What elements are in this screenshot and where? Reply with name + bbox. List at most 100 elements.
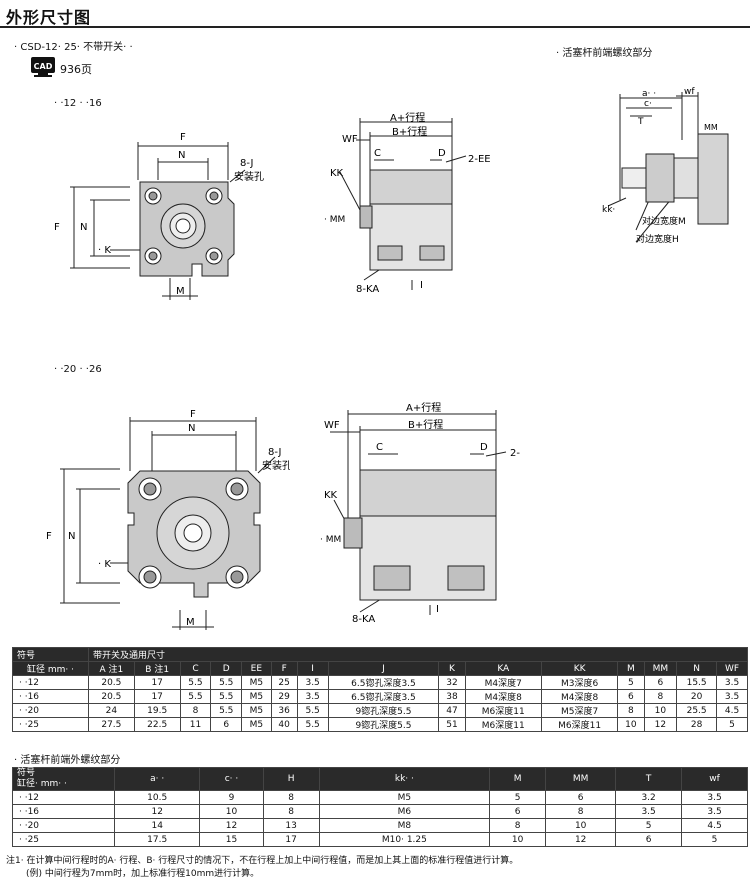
note-1: 注1· 在计算中间行程时的A· 行程、B· 行程尺寸的情况下，不在行程上加上中间… (6, 856, 519, 866)
table-cell: M6深度11 (540, 717, 619, 732)
b-stroke-label: B+行程 (392, 125, 427, 138)
table-cell: 5.5 (210, 675, 243, 690)
table-cell: 8 (179, 703, 212, 718)
table-cell: 15 (199, 832, 264, 847)
t1-col-9: KA (464, 661, 542, 676)
table-cell: 3.5 (681, 790, 748, 805)
c-label-large: C (376, 442, 383, 453)
table-cell: 38 (438, 689, 466, 704)
f-label: F (180, 132, 186, 143)
table-cell: 8 (262, 790, 320, 805)
table-cell: 6.5锪孔深度3.5 (327, 689, 440, 704)
i-label-large: I (436, 604, 439, 615)
table-cell: 8 (643, 689, 678, 704)
table-cell: 5 (615, 818, 683, 833)
cad-page-link[interactable]: 936页 (60, 63, 92, 76)
table-cell: 5 (489, 790, 547, 805)
table-cell: 25 (270, 675, 298, 690)
table-cell: 8 (617, 703, 645, 718)
table-cell: 6 (489, 804, 547, 819)
table-cell: 20 (676, 689, 718, 704)
table-cell: 24 (88, 703, 135, 718)
t2-col-0: a· · (113, 767, 201, 791)
rod-c-label: c· (644, 99, 652, 109)
f-vert-label-large: F (46, 531, 52, 542)
hole-label-large-2: 安装孔 (262, 459, 290, 472)
ee-label-large: 2-EE (510, 448, 520, 459)
table-cell: M3深度6 (540, 675, 619, 690)
n-label-large: N (188, 423, 195, 434)
t2-col-2: H (262, 767, 320, 791)
table-cell: 3.5 (681, 804, 748, 819)
table-cell: 6 (643, 675, 678, 690)
table-cell: 17 (133, 689, 181, 704)
table-cell: 3.2 (615, 790, 683, 805)
hole-label-2: 安装孔 (234, 170, 264, 183)
table-cell: 11 (179, 717, 212, 732)
f-label-large: F (190, 409, 196, 420)
table-cell: 12 (545, 832, 617, 847)
table-cell: 8 (489, 818, 547, 833)
t1-col-5: F (270, 661, 298, 676)
table-cell: 10 (199, 804, 264, 819)
t1-col-8: K (438, 661, 466, 676)
mm-label-large: · MM (320, 535, 341, 545)
table-cell: 17 (133, 675, 181, 690)
rod-symbol-header: 符号 缸径· mm· · (12, 767, 115, 791)
a-stroke-label-large: A+行程 (406, 401, 441, 414)
table-cell: M8 (318, 818, 491, 833)
bore-cell: · ·25 (12, 832, 115, 847)
table-cell: 27.5 (88, 717, 135, 732)
rod-kk-label: kk· (602, 205, 615, 215)
bore-cell: · ·12 (12, 675, 89, 690)
table-cell: 4.5 (716, 703, 748, 718)
t1-col-12: MM (643, 661, 678, 676)
wf-label-large: WF (324, 420, 340, 431)
table-cell: 5.5 (296, 717, 329, 732)
t2-col-7: wf (681, 767, 748, 791)
table-cell: M4深度7 (464, 675, 542, 690)
cad-icon[interactable]: CAD (30, 56, 56, 78)
side-view-large: A+行程 B+行程 WF C D 2-EE KK · MM 8-KA I (320, 401, 520, 625)
t1-col-4: EE (241, 661, 272, 676)
table-cell: M6深度11 (464, 703, 542, 718)
t2-col-5: MM (545, 767, 617, 791)
kk-label: KK (330, 168, 344, 179)
table-cell: 19.5 (133, 703, 181, 718)
table-cell: 3.5 (296, 689, 329, 704)
table-cell: 20.5 (88, 675, 135, 690)
table-cell: 6.5锪孔深度3.5 (327, 675, 440, 690)
table-cell: 10 (545, 818, 617, 833)
table-cell: 9锪孔深度5.5 (327, 717, 440, 732)
k-label-large: · K (98, 559, 111, 570)
table-cell: M5 (241, 689, 272, 704)
mm-label: · MM (324, 215, 345, 225)
ka-label: 8-KA (356, 284, 379, 295)
table-cell: 10 (643, 703, 678, 718)
ka-label-large: 8-KA (352, 614, 375, 625)
t2-col-6: T (615, 767, 683, 791)
ee-label: 2-EE (468, 154, 491, 165)
table-cell: 17.5 (113, 832, 201, 847)
m-label: M (176, 286, 185, 297)
table-cell: 51 (438, 717, 466, 732)
t2-col-4: M (489, 767, 547, 791)
table-cell: M6深度11 (464, 717, 542, 732)
c-label: C (374, 148, 381, 159)
t2-col-3: kk· · (318, 767, 491, 791)
bore-header: 缸径 mm· · (12, 661, 89, 676)
t1-col-2: C (179, 661, 212, 676)
table-cell: 12 (113, 804, 201, 819)
bore-cell: · ·20 (12, 703, 89, 718)
table-cell: M5 (241, 717, 272, 732)
table-cell: 40 (270, 717, 298, 732)
table-cell: 3.5 (615, 804, 683, 819)
t1-col-1: B 注1 (133, 661, 181, 676)
table-cell: 28 (676, 717, 718, 732)
